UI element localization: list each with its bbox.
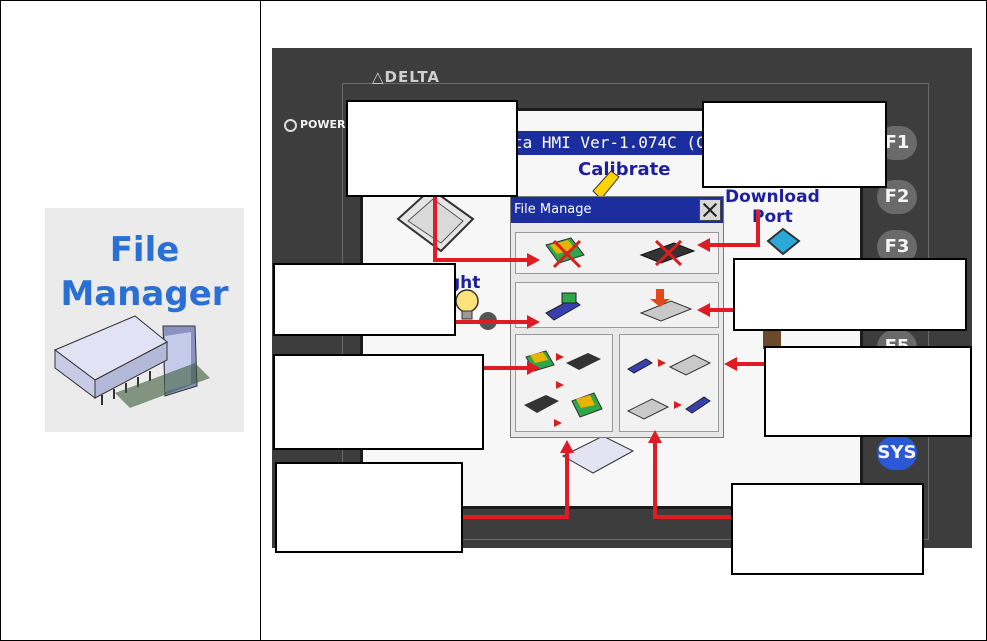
brand-label: DELTA bbox=[384, 68, 440, 86]
file-manager-icon: File Manager bbox=[45, 208, 244, 432]
chip-upload-icon[interactable] bbox=[639, 289, 693, 322]
sys-key[interactable]: SYS bbox=[877, 436, 917, 470]
usb-to-chip-copy-icon[interactable] bbox=[627, 354, 712, 376]
delete-row bbox=[515, 232, 719, 274]
callout-box-4 bbox=[733, 258, 967, 331]
callout-box-3 bbox=[273, 263, 456, 336]
download-port-icon bbox=[766, 227, 801, 256]
callout-box-1 bbox=[346, 100, 518, 197]
screen-title: ta HMI Ver-1.074C (C)200 bbox=[513, 133, 745, 152]
download-port-label[interactable]: Download Port bbox=[725, 187, 820, 227]
delta-logo: △DELTA bbox=[372, 68, 440, 86]
calibrate-label[interactable]: Calibrate bbox=[578, 159, 671, 180]
backup-row bbox=[515, 282, 719, 328]
dialog-title: File Manage bbox=[514, 202, 592, 217]
icon-title-line1: File bbox=[109, 230, 180, 270]
fileman-chip-icon bbox=[561, 435, 635, 474]
power-indicator: POWER bbox=[284, 118, 346, 132]
chip-book-icon bbox=[54, 315, 210, 408]
callout-box-5 bbox=[273, 354, 484, 450]
memory-chip-delete-icon[interactable] bbox=[639, 239, 696, 267]
callout-box-6 bbox=[764, 346, 972, 437]
chip-to-sd-copy-icon[interactable] bbox=[524, 392, 603, 427]
chip-to-usb-copy-icon[interactable] bbox=[626, 396, 711, 420]
icon-title-line2: Manager bbox=[60, 274, 229, 314]
callout-box-8 bbox=[731, 483, 924, 575]
panel-divider bbox=[260, 0, 261, 641]
close-icon[interactable] bbox=[699, 199, 721, 221]
power-led-icon bbox=[284, 118, 297, 132]
usb-drive-icon[interactable] bbox=[545, 292, 581, 321]
sd-card-delete-icon[interactable] bbox=[545, 237, 585, 269]
dialog-title-bar: File Manage bbox=[511, 197, 723, 223]
callout-box-7 bbox=[275, 462, 463, 553]
callout-box-2 bbox=[702, 101, 887, 188]
usb-chip-copy-panel bbox=[619, 334, 719, 432]
power-label: POWER bbox=[300, 118, 346, 131]
